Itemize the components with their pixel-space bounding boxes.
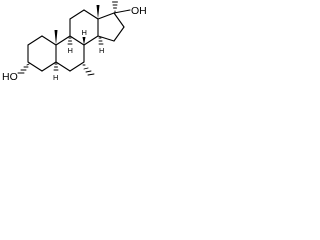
c3-hydroxyl-label: HO [2, 71, 18, 83]
c13-methyl-wedge [96, 5, 100, 19]
c8-hydrogen-label: H [82, 28, 87, 37]
ring-b [55, 35, 85, 72]
c9-h-hash [67, 37, 73, 45]
c10-methyl-wedge [54, 30, 58, 45]
c14-hydrogen-label: H [99, 46, 104, 55]
c14-h-hash [98, 37, 104, 45]
c17-oh-bond [113, 9, 131, 14]
c8-h-wedge [82, 37, 86, 45]
c7-methyl-hash [82, 64, 95, 76]
c5-hydrogen-label: H [53, 73, 58, 82]
steroid-structure-diagram: H H H H HO OH [2, 1, 147, 83]
c9-hydrogen-label: H [68, 46, 73, 55]
ring-a [27, 35, 57, 72]
ring-d [97, 12, 125, 42]
c17-methyl-hash [112, 1, 118, 14]
ring-c [69, 9, 99, 46]
c5-h-hash [53, 63, 59, 71]
c3-oh-hash [17, 63, 30, 74]
c17-hydroxyl-label: OH [131, 5, 147, 17]
